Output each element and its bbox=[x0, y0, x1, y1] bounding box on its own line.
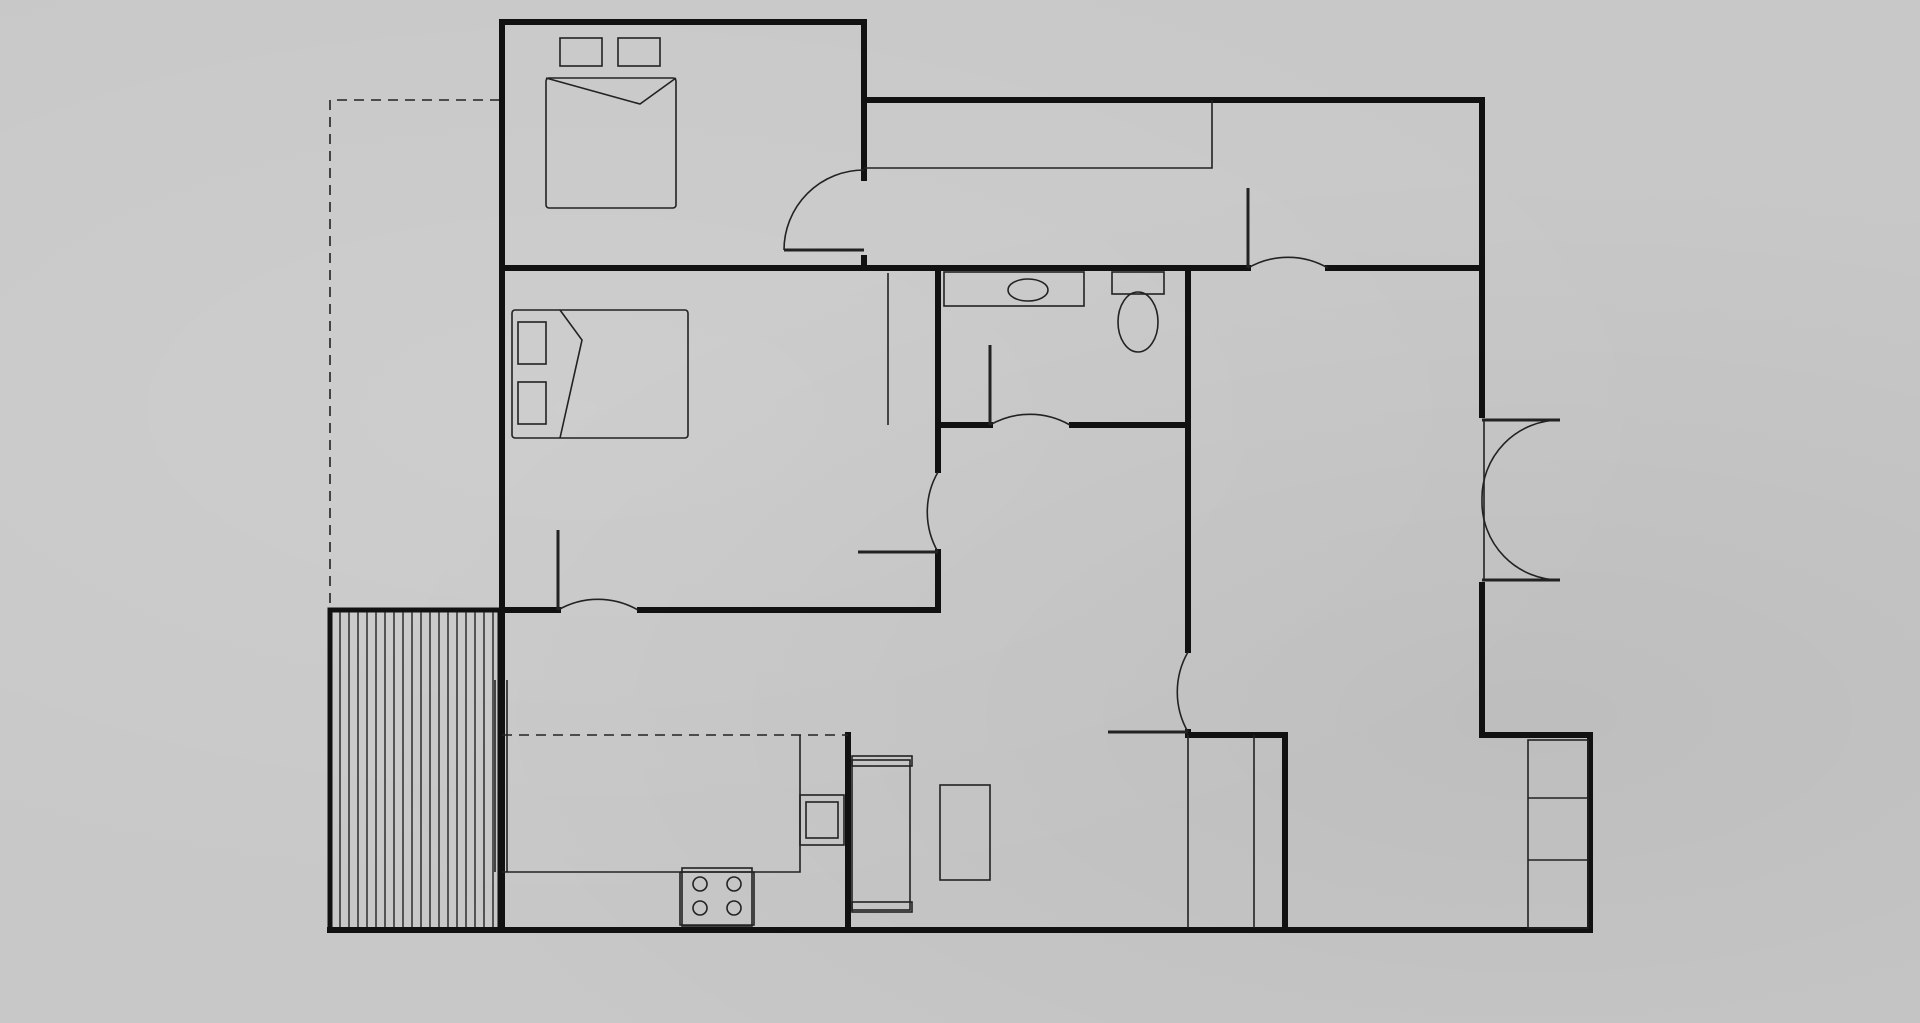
doors bbox=[556, 169, 1561, 734]
walls bbox=[327, 19, 1593, 933]
sink-icon bbox=[943, 271, 1085, 307]
door-swing-arc bbox=[926, 471, 939, 553]
shelf-icon bbox=[1527, 739, 1589, 929]
table-icon bbox=[939, 784, 991, 881]
bed-icon bbox=[511, 309, 689, 439]
door-swing-arc bbox=[783, 169, 865, 251]
door-swing-arc bbox=[557, 598, 639, 611]
kitchen-counter bbox=[502, 735, 801, 926]
partitions bbox=[494, 100, 1255, 928]
deck-slats bbox=[339, 612, 494, 928]
door-swing-arc bbox=[1481, 499, 1561, 581]
door-swing-arc bbox=[1247, 256, 1329, 269]
deck bbox=[327, 607, 503, 933]
toilet-icon bbox=[1111, 271, 1165, 353]
sofa-icon bbox=[851, 755, 913, 913]
door-swing-arc bbox=[1176, 651, 1189, 733]
fridge-icon bbox=[799, 794, 845, 846]
stove-icon bbox=[681, 867, 753, 927]
door-swing-arc bbox=[1481, 419, 1561, 501]
bed-icon bbox=[545, 37, 677, 209]
door-swing-arc bbox=[989, 413, 1071, 426]
dashed-patio bbox=[329, 99, 500, 610]
